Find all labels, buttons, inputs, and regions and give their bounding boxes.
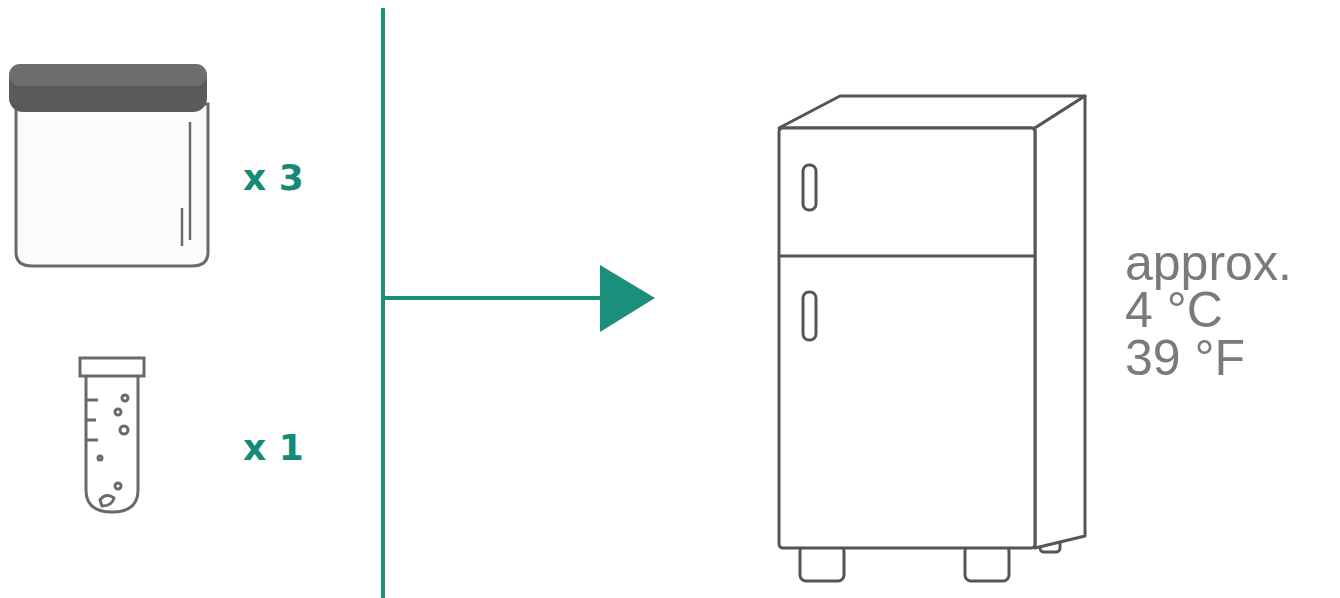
bubble xyxy=(115,483,121,489)
temperature-note: 39 °F xyxy=(1125,333,1245,383)
tube-mark xyxy=(86,419,96,422)
jar-highlight xyxy=(181,208,184,246)
bubble xyxy=(122,395,128,401)
bubble xyxy=(98,456,102,460)
fridge-foot xyxy=(800,545,844,581)
fridge-handle xyxy=(803,165,816,210)
fridge-front xyxy=(779,128,1035,548)
tube-icon xyxy=(80,358,144,512)
fridge-top xyxy=(779,96,1085,128)
quantity-label: x 1 xyxy=(243,428,304,468)
fridge-side xyxy=(1035,96,1085,548)
sediment xyxy=(100,495,114,506)
jar-lid-top xyxy=(9,64,207,86)
arrow-head xyxy=(600,265,655,332)
temperature-note: approx. xyxy=(1125,238,1292,288)
tube-mark xyxy=(86,439,98,442)
fridge-handle xyxy=(803,292,816,340)
arrow-shaft xyxy=(383,296,605,300)
tube-cap xyxy=(80,358,144,376)
jar-body xyxy=(16,104,208,266)
fridge-divider xyxy=(779,255,1035,258)
bracket-line xyxy=(381,8,385,598)
bubble xyxy=(120,426,128,434)
fridge-icon xyxy=(779,96,1085,581)
fridge-foot xyxy=(965,545,1009,581)
flow-arrow xyxy=(383,8,655,598)
temperature-note: 4 °C xyxy=(1125,285,1223,335)
jar-lid xyxy=(9,64,207,112)
jar-icon xyxy=(9,64,208,266)
bubble xyxy=(115,409,121,415)
jar-highlight xyxy=(189,122,192,240)
tube-body xyxy=(86,376,138,512)
quantity-label: x 3 xyxy=(243,158,304,198)
tube-mark xyxy=(86,399,98,402)
